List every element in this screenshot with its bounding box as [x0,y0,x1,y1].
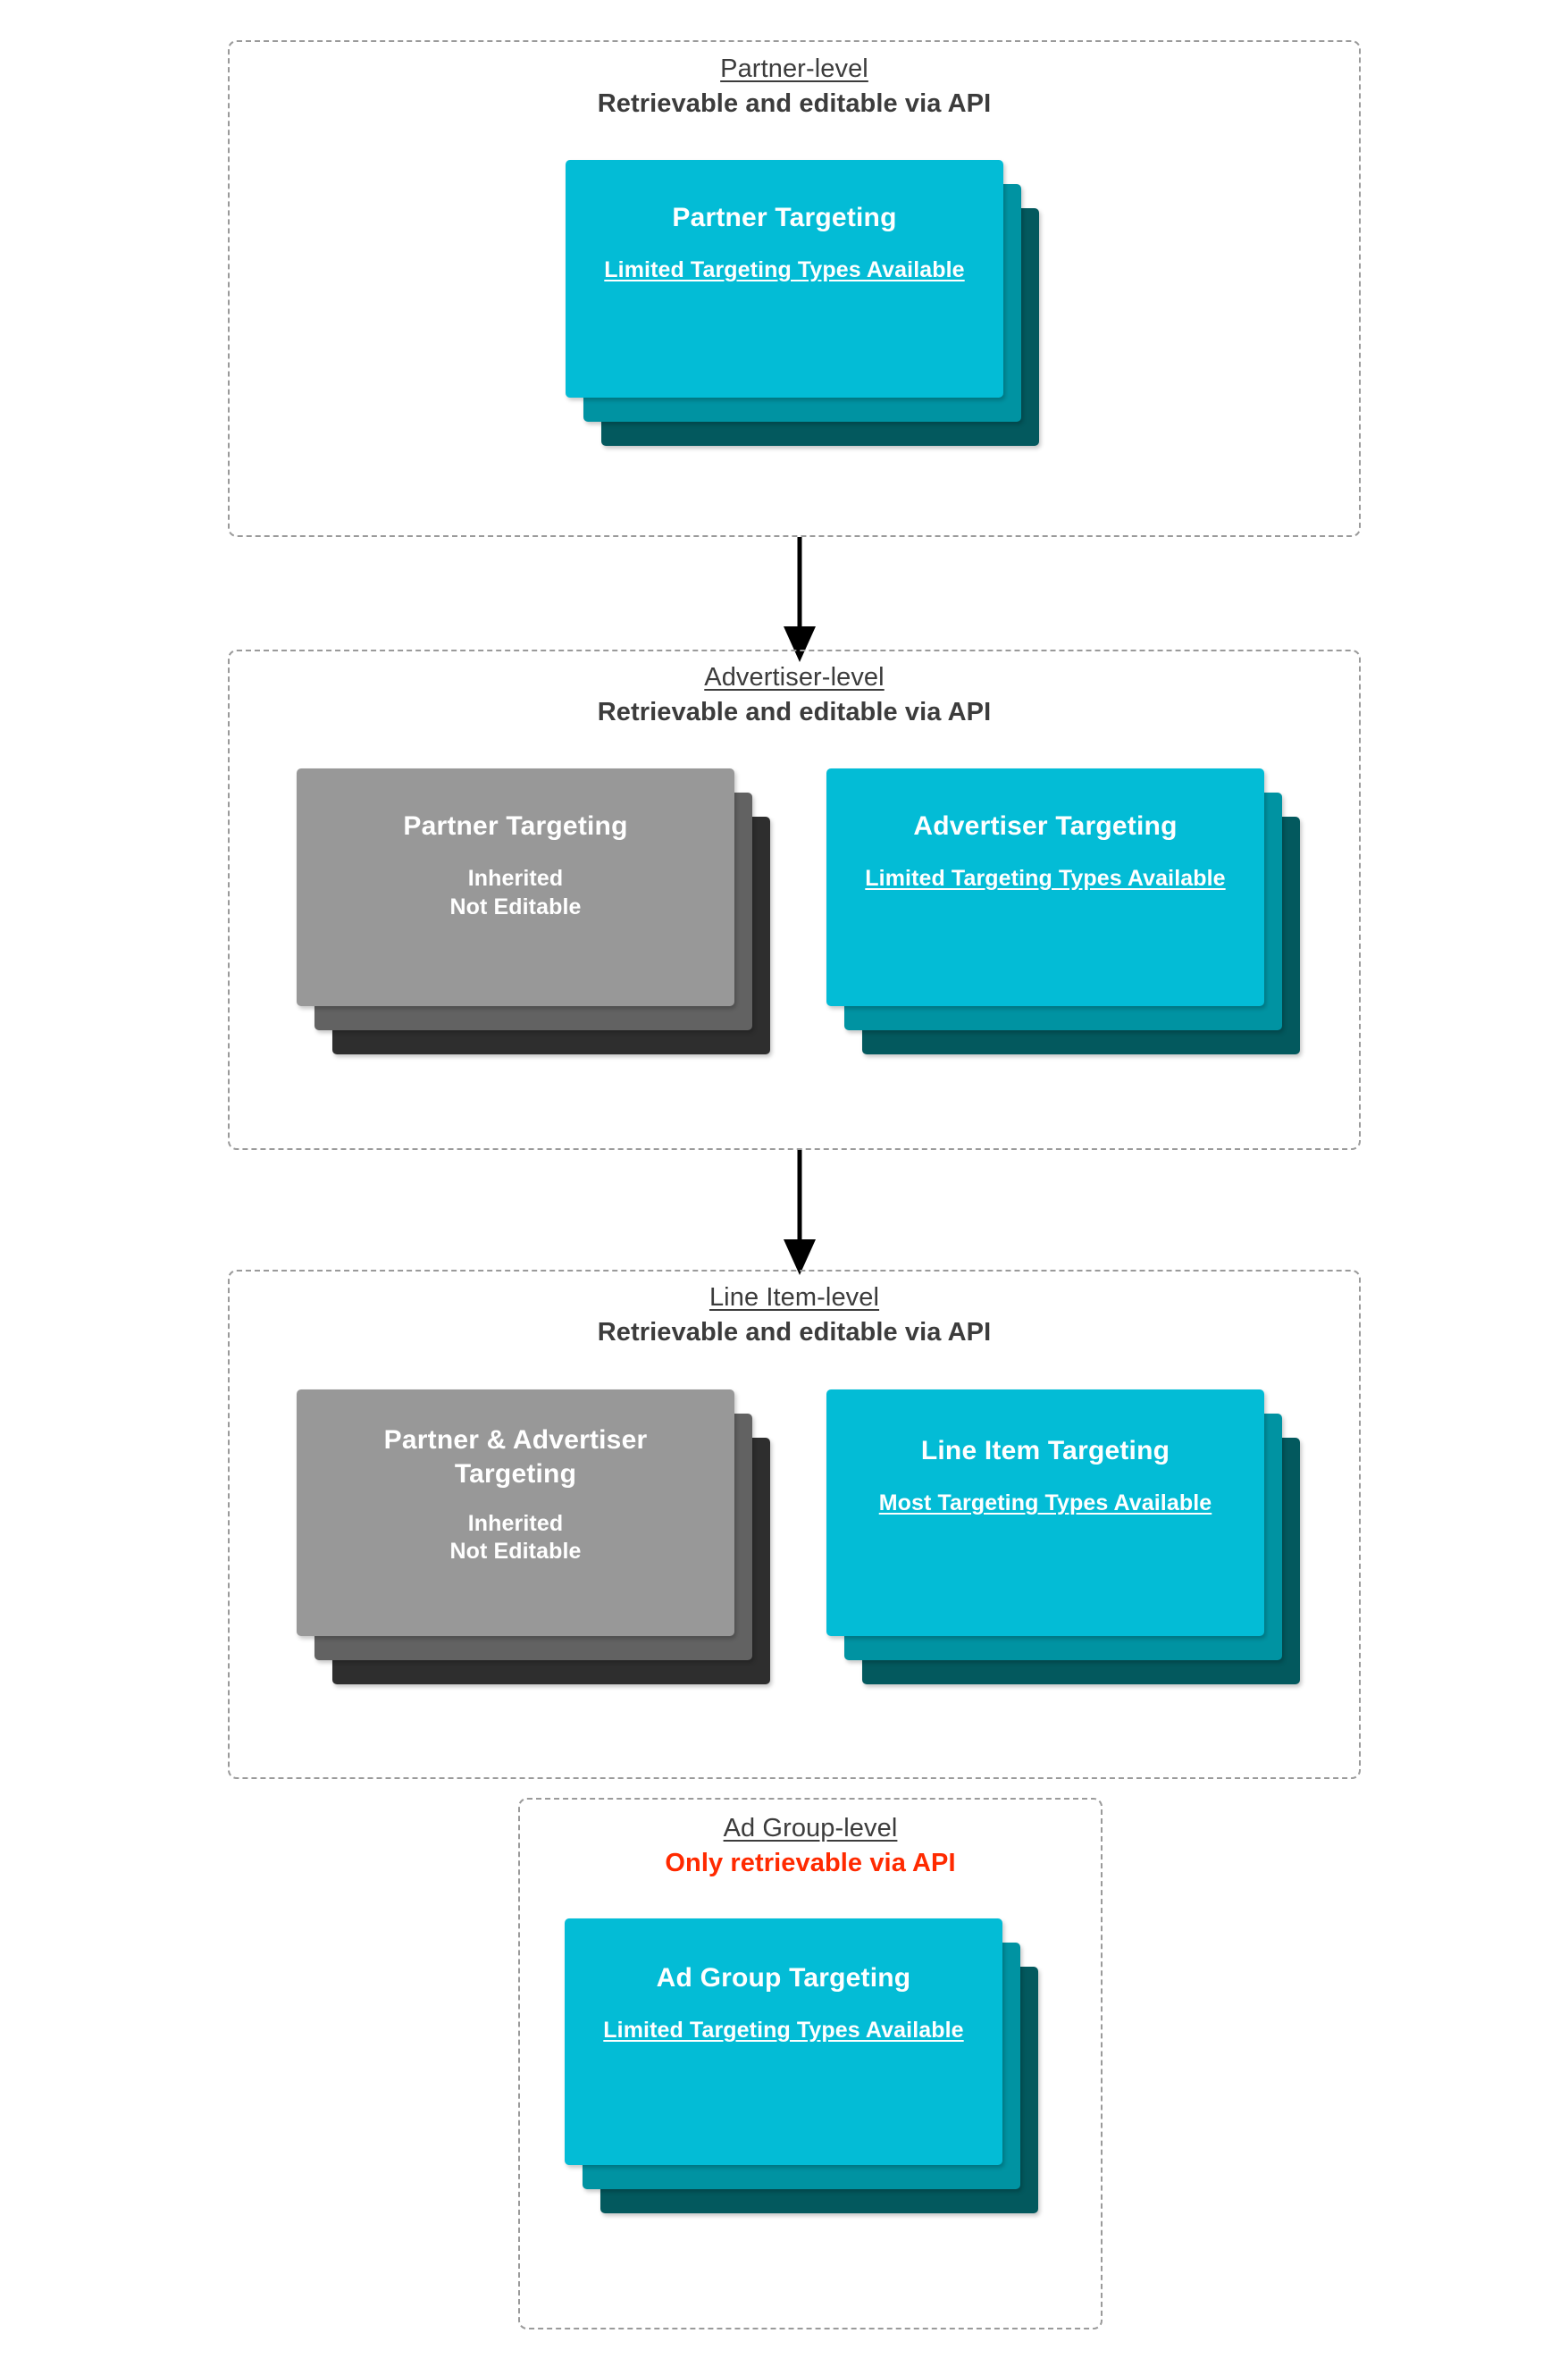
level-header-ad-group: Ad Group-level Only retrievable via API [520,1813,1101,1880]
card-layer-front: Partner Targeting Inherited Not Editable [297,768,734,1006]
level-title-ad-group: Ad Group-level [723,1814,898,1842]
card-title: Ad Group Targeting [656,1963,911,1993]
level-box-line-item: Line Item-level Retrievable and editable… [228,1270,1361,1779]
level-api-note-ad-group: Only retrievable via API [665,1849,956,1878]
connector-advertiser-to-line-item [784,1150,816,1275]
level-header-advertiser: Advertiser-level Retrievable and editabl… [230,662,1359,729]
level-header-line-item: Line Item-level Retrievable and editable… [230,1282,1359,1349]
level-box-partner: Partner-level Retrievable and editable v… [228,40,1361,537]
card-subtitle: Most Targeting Types Available [878,1490,1212,1516]
level-api-note-partner: Retrievable and editable via API [597,89,992,119]
level-api-note-advertiser: Retrievable and editable via API [597,698,992,727]
level-box-ad-group: Ad Group-level Only retrievable via API … [518,1798,1103,2329]
card-stack-ad-group-targeting[interactable]: Ad Group Targeting Limited Targeting Typ… [565,1918,1038,2213]
card-layer-front: Advertiser Targeting Limited Targeting T… [826,768,1264,1006]
card-layer-front: Partner & Advertiser Targeting Inherited… [297,1389,734,1636]
card-subtitle: Limited Targeting Types Available [865,866,1226,892]
card-subtitle: Inherited Not Editable [449,1510,582,1565]
card-subtitle: Limited Targeting Types Available [603,2018,964,2044]
level-title-line-item: Line Item-level [709,1283,880,1312]
card-title: Partner Targeting [403,811,628,841]
card-layer-front: Ad Group Targeting Limited Targeting Typ… [565,1918,1002,2165]
card-subtitle: Inherited Not Editable [449,866,582,919]
card-layer-front: Partner Targeting Limited Targeting Type… [566,160,1003,398]
card-stack-partner-targeting-inherited[interactable]: Partner Targeting Inherited Not Editable [297,768,770,1054]
card-stack-line-item-targeting[interactable]: Line Item Targeting Most Targeting Types… [826,1389,1300,1684]
card-stack-partner-targeting[interactable]: Partner Targeting Limited Targeting Type… [566,160,1039,446]
card-title: Advertiser Targeting [913,811,1178,841]
card-subtitle: Limited Targeting Types Available [604,257,965,283]
card-title: Line Item Targeting [920,1436,1170,1465]
level-header-partner: Partner-level Retrievable and editable v… [230,54,1359,121]
card-title: Partner & Advertiser Targeting [383,1425,648,1490]
connector-partner-to-advertiser [784,537,816,662]
level-title-partner: Partner-level [720,55,868,83]
level-api-note-line-item: Retrievable and editable via API [597,1318,992,1347]
card-stack-partner-advertiser-targeting-inherited[interactable]: Partner & Advertiser Targeting Inherited… [297,1389,770,1684]
card-stack-advertiser-targeting[interactable]: Advertiser Targeting Limited Targeting T… [826,768,1300,1054]
level-box-advertiser: Advertiser-level Retrievable and editabl… [228,650,1361,1150]
card-title: Partner Targeting [672,203,897,232]
level-title-advertiser: Advertiser-level [704,663,885,692]
card-layer-front: Line Item Targeting Most Targeting Types… [826,1389,1264,1636]
